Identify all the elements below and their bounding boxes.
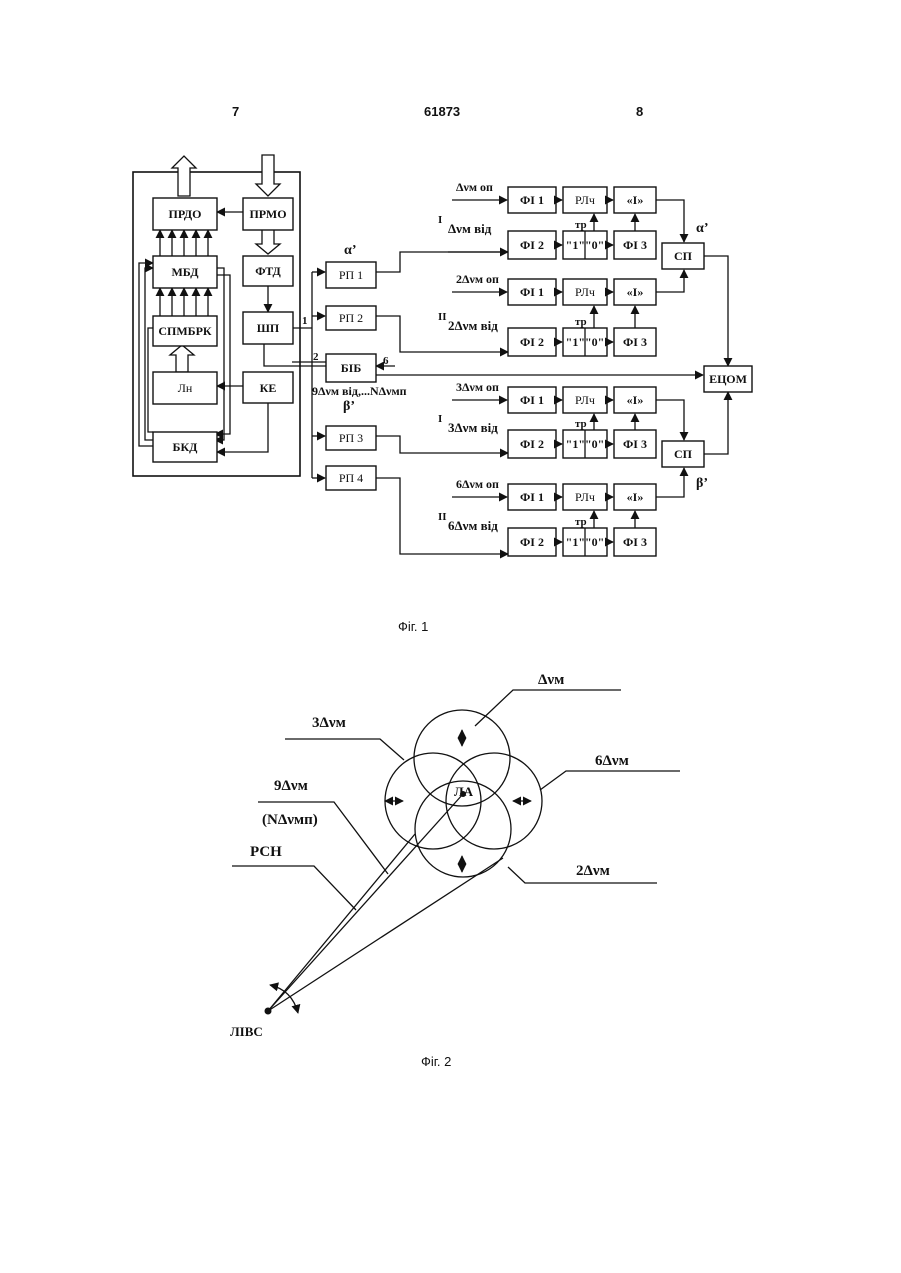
label-alpha-left: α’ [344,243,356,258]
sp-bottom-label: СП [674,447,693,461]
fi3-ch2-label: ФІ 3 [623,335,647,349]
fi1-ch2-label: ФІ 1 [520,285,544,299]
leader-6dnu [540,771,680,790]
leader-dnu [475,690,621,726]
int4-to-sp [656,468,684,497]
rlch-ch2-label: РЛч [575,285,595,299]
fi2-ch3-label: ФІ 2 [520,437,544,451]
label-beta-left: β’ [343,399,355,414]
tr-label-ch1: тр [575,219,587,231]
vid-label-ch3: 3Δνм від [448,420,498,435]
vid-label-ch4: 6Δνм від [448,518,498,533]
roman-label-ch2: ІІ [438,311,447,323]
fi1-ch1-label: ФІ 1 [520,193,544,207]
fi3-ch4-label: ФІ 3 [623,535,647,549]
fi1-ch3-label: ФІ 1 [520,393,544,407]
label-port-1: 1 [302,315,308,327]
label-rp4: РП 4 [339,471,363,485]
int2-to-sp [656,270,684,292]
label-la: ЛА [454,784,474,799]
channel-groups: ФІ 1РЛч«І»ФІ 2"1""0"ФІ 3Δνм опΔνм відтрІ… [438,180,704,556]
label-rp1: РП 1 [339,268,363,282]
label-bib: БІБ [341,361,362,375]
label-ftd: ФТД [255,264,281,278]
fig1-caption: Фіг. 1 [398,619,428,634]
label-2dnu: 2Δνм [576,863,610,879]
leader-3dnu [285,739,404,760]
label-rp2: РП 2 [339,311,363,325]
sp-top-label: СП [674,249,693,263]
fi2-ch2-label: ФІ 2 [520,335,544,349]
rlch-ch3-label: РЛч [575,393,595,407]
leader-rsn [232,866,356,910]
int3-to-sp [656,400,684,440]
op-label-ch1: Δνм оп [456,180,493,194]
integrator-ch4-label: «І» [627,490,644,504]
integrator-ch3-label: «І» [627,393,644,407]
label-ke: КЕ [260,381,277,395]
label-6dnu: 6Δνм [595,753,629,769]
vid-label-ch1: Δνм від [448,221,492,236]
label-rsn: РСН [250,844,282,860]
vid-label-ch2: 2Δνм від [448,318,498,333]
input-hollow-arrow [256,155,280,196]
roman-label-ch3: І [438,413,442,425]
label-n-dnu: (NΔνмп) [262,812,318,828]
label-mbd: МБД [171,265,199,279]
label-prmo: ПРМО [249,207,286,221]
ln-spmbrk-hollow-arrow [170,345,194,372]
fi3-ch1-label: ФІ 3 [623,238,647,252]
label-beta-right: β’ [696,476,708,491]
op-label-ch3: 3Δνм оп [456,380,499,394]
livs-dot [265,1008,272,1015]
fi2-ch4-label: ФІ 2 [520,535,544,549]
label-dnu-list: 9Δνм від,...NΔνмп [312,384,407,398]
roman-label-ch4: ІІ [438,511,447,523]
label-3dnu: 3Δνм [312,715,346,731]
label-spmbrk: СПМБРК [158,324,212,338]
rotation-arc [270,985,298,1013]
label-rp3: РП 3 [339,431,363,445]
label-dnu: Δνм [538,672,564,688]
label-shp: ШП [257,321,280,335]
fig2-diagram: Δνм 3Δνм 6Δνм 9Δνм (NΔνмп) РСН 2Δνм ЛА Л… [230,672,680,1039]
fi3-ch3-label: ФІ 3 [623,437,647,451]
label-ln: Лн [178,381,193,395]
tr-label-ch3: тр [575,418,587,430]
tr-label-ch4: тр [575,516,587,528]
label-port-6: 6 [383,355,389,367]
rlch-ch1-label: РЛч [575,193,595,207]
output-hollow-arrow [172,156,196,196]
fi1-ch4-label: ФІ 1 [520,490,544,504]
label-port-2: 2 [313,351,319,363]
op-label-ch2: 2Δνм оп [456,272,499,286]
label-9dnu: 9Δνм [274,778,308,794]
integrator-ch1-label: «І» [627,193,644,207]
integrator-ch2-label: «І» [627,285,644,299]
label-bkd: БКД [173,440,199,454]
label-livs: ЛІВС [230,1024,263,1039]
rlch-ch4-label: РЛч [575,490,595,504]
op-label-ch4: 6Δνм оп [456,477,499,491]
label-prdo: ПРДО [169,207,202,221]
roman-label-ch1: І [438,214,442,226]
fig2-caption: Фіг. 2 [421,1054,451,1069]
tr-label-ch2: тр [575,316,587,328]
int1-to-sp [656,200,684,242]
fig1-diagram: ПРДО ПРМО МБД ФТД СПМБРК ШП Лн КЕ БКД РП… [133,155,752,556]
label-ecom: ЕЦОМ [709,372,747,386]
fi2-ch1-label: ФІ 2 [520,238,544,252]
label-alpha-right: α’ [696,221,708,236]
prmo-ftd-hollow-arrow [256,229,280,254]
